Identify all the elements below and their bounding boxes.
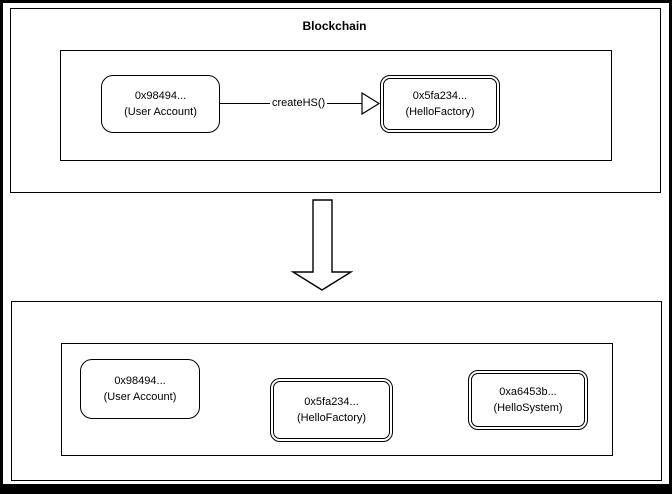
blockchain-panel-title: Blockchain bbox=[302, 19, 367, 33]
hello-factory-node-after: 0x5fa234... (HelloFactory) bbox=[270, 378, 393, 442]
hello-system-address: 0xa6453b... bbox=[499, 386, 557, 398]
hello-factory-address: 0x5fa234... bbox=[412, 90, 468, 102]
hello-system-node-inner-border: 0xa6453b... (HelloSystem) bbox=[471, 373, 585, 427]
hello-factory-node-inner-border: 0x5fa234... (HelloFactory) bbox=[273, 381, 390, 439]
state-transition-arrow-icon bbox=[290, 199, 354, 291]
diagram-sheet: Blockchain 0x98494... (User Account) cre… bbox=[3, 3, 669, 484]
user-account-type: (User Account) bbox=[124, 106, 197, 118]
user-account-address: 0x98494... bbox=[134, 90, 187, 102]
hello-factory-type: (HelloFactory) bbox=[405, 106, 475, 118]
hello-factory-address: 0x5fa234... bbox=[304, 396, 359, 408]
createhs-edge-label: createHS() bbox=[270, 97, 328, 110]
hello-system-type: (HelloSystem) bbox=[493, 402, 563, 414]
hello-factory-type: (HelloFactory) bbox=[296, 412, 367, 424]
hello-factory-node-before: 0x5fa234... (HelloFactory) bbox=[380, 75, 500, 133]
user-account-node-after: 0x98494... (User Account) bbox=[80, 359, 200, 419]
user-account-address: 0x98494... bbox=[114, 375, 166, 387]
hello-system-node-after: 0xa6453b... (HelloSystem) bbox=[468, 370, 588, 430]
user-account-node-before: 0x98494... (User Account) bbox=[101, 75, 220, 133]
arrowhead-icon bbox=[361, 92, 381, 116]
hello-factory-node-inner-border: 0x5fa234... (HelloFactory) bbox=[383, 78, 497, 130]
user-account-type: (User Account) bbox=[103, 391, 177, 403]
